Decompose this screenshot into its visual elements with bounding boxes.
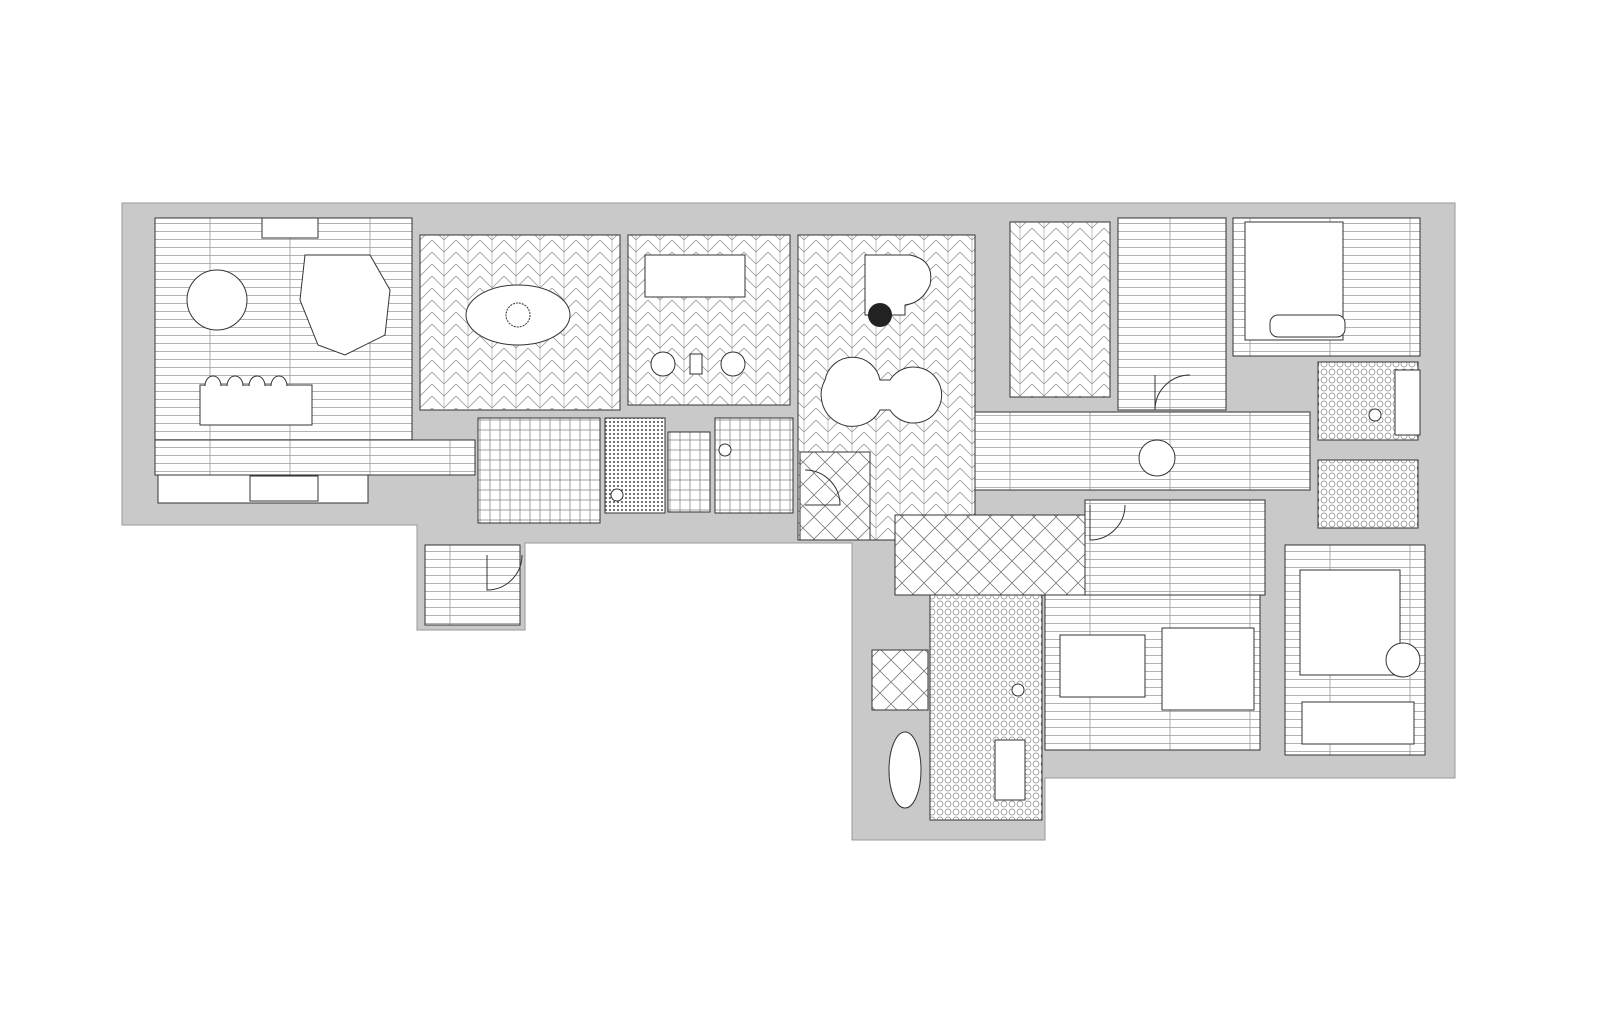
bench-1 bbox=[1269, 314, 1346, 338]
grand-piano bbox=[864, 254, 932, 316]
lower-corridor-floor bbox=[1084, 499, 1266, 596]
bed-3 bbox=[1299, 569, 1401, 676]
bed-2 bbox=[1161, 627, 1255, 711]
corridor-table bbox=[1138, 439, 1176, 477]
bath-1-floor bbox=[477, 417, 601, 524]
shower-2-floor bbox=[871, 649, 929, 711]
doors bbox=[486, 374, 1191, 591]
curved-sofa bbox=[820, 356, 943, 427]
piano-stool bbox=[868, 303, 892, 327]
fireplace bbox=[261, 217, 319, 239]
bathtub-2 bbox=[1394, 369, 1421, 436]
armchair-right bbox=[720, 351, 746, 377]
toilet-1 bbox=[610, 488, 624, 502]
sink-1 bbox=[718, 443, 732, 457]
bar-stools bbox=[204, 375, 288, 387]
hall-floor bbox=[154, 439, 476, 476]
closet-floor bbox=[894, 514, 1086, 596]
furniture bbox=[186, 217, 1421, 809]
study-floor bbox=[1009, 221, 1111, 398]
entry-floor bbox=[799, 451, 871, 541]
door-swing bbox=[486, 554, 523, 591]
round-dining-table bbox=[186, 269, 248, 331]
toilet-3 bbox=[1368, 408, 1382, 422]
armchair-left bbox=[650, 351, 676, 377]
centerpiece bbox=[505, 302, 531, 328]
sofa-2 bbox=[1301, 701, 1415, 745]
door-swing bbox=[804, 469, 841, 506]
vanity bbox=[994, 739, 1026, 801]
desk bbox=[1059, 634, 1146, 698]
annex-floor bbox=[424, 544, 521, 626]
door-swing bbox=[1089, 504, 1126, 541]
door-swing bbox=[1154, 374, 1191, 411]
sofa bbox=[644, 254, 746, 298]
bathtub bbox=[888, 731, 922, 809]
range bbox=[249, 475, 319, 502]
kitchen-island bbox=[199, 384, 313, 426]
dressing-room-floor bbox=[1117, 217, 1227, 411]
round-side-table bbox=[1385, 642, 1421, 678]
bath-4-floor bbox=[1317, 459, 1419, 529]
sculptural-rug bbox=[299, 254, 391, 356]
powder-room-floor bbox=[714, 417, 794, 514]
toilet-2 bbox=[1011, 683, 1025, 697]
shower-1-floor bbox=[667, 431, 711, 513]
coffee-table bbox=[689, 353, 703, 375]
